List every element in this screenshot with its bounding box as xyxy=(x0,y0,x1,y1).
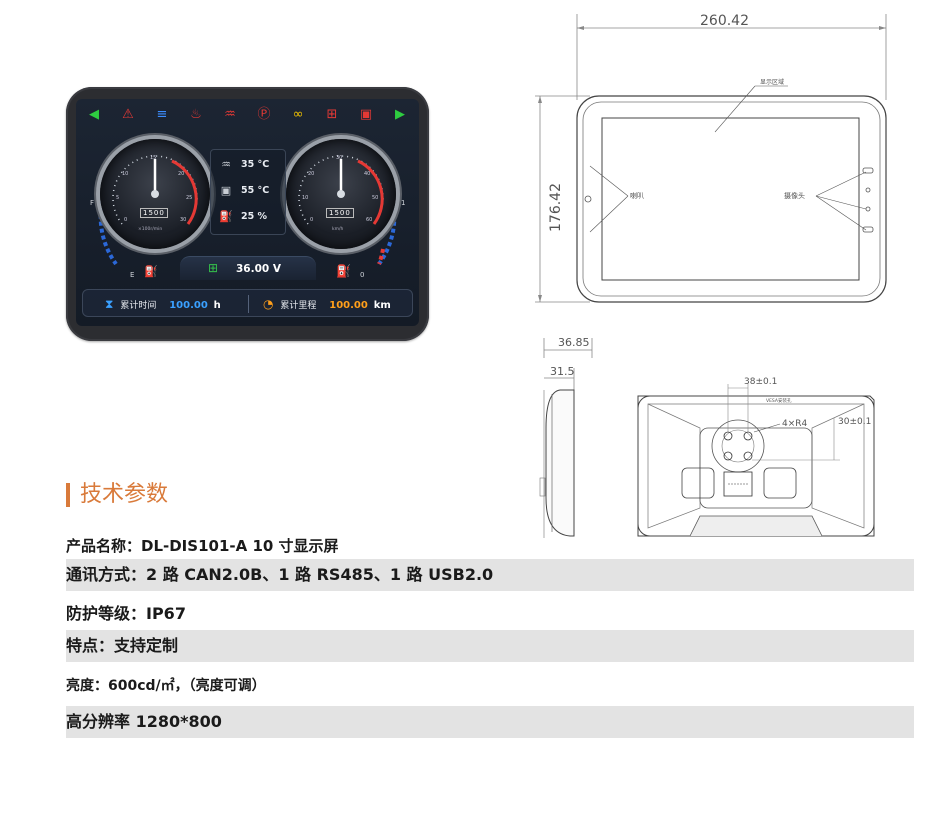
total-mileage-value: 100.00 xyxy=(329,300,368,311)
battery-icon: ⊞ xyxy=(326,107,338,122)
spec-resolution: 高分辨率 1280*800 xyxy=(66,706,914,738)
width-dimension: 260.42 xyxy=(700,13,749,29)
oil-temp-reading: ▣ 55 °C xyxy=(211,180,285,204)
tick-label: 10 xyxy=(302,195,309,201)
oil-can-icon: ⛽ xyxy=(336,264,351,278)
spec-text: 通讯方式：2 路 CAN2.0B、1 路 RS485、1 路 USB2.0 xyxy=(66,565,494,584)
filter-icon: ▣ xyxy=(359,107,373,122)
tick-label: 60 xyxy=(366,217,373,223)
oil-pressure-icon: ♨ xyxy=(190,107,202,122)
tick-label: 30 xyxy=(336,155,343,161)
speaker-note: 喇叭 xyxy=(630,191,644,200)
title-accent-bar xyxy=(66,483,70,507)
tick-label: 30 xyxy=(180,217,187,223)
trip-info-bar: ⧗ 累计时间 100.00 h ◔ 累计里程 100.00 km xyxy=(82,289,413,317)
tick-label: 0 xyxy=(310,217,314,223)
fuel-level-icon: ⛽ xyxy=(219,210,233,223)
brake-warning-icon: ⚠ xyxy=(122,107,134,122)
total-time-item: ⧗ 累计时间 100.00 h xyxy=(105,290,221,318)
spec-text: 产品名称：DL-DIS101-A 10 寸显示屏 xyxy=(66,537,339,555)
coolant-temp-reading: ♒ 35 °C xyxy=(211,154,285,178)
offset-dimension: 30±0.1 xyxy=(838,417,871,427)
tick-label: 50 xyxy=(372,195,379,201)
total-mileage-unit: km xyxy=(373,300,391,311)
total-time-label: 累计时间 xyxy=(120,301,157,311)
warning-light-row: ◀ ⚠ ≡ ♨ ♒ Ⓟ ∞ ⊞ ▣ ▶ xyxy=(76,105,419,125)
tick-label: 0 xyxy=(124,217,128,223)
voltage-value: 36.00 V xyxy=(236,263,281,275)
headlight-icon: ≡ xyxy=(156,107,168,122)
side-view-drawing: 36.85 31.5 xyxy=(539,336,593,538)
tick-label: 20 xyxy=(308,171,315,177)
total-mileage-label: 累计里程 xyxy=(280,301,317,311)
fuel-empty-label: E xyxy=(130,271,135,279)
right-scale-top-label: 1 xyxy=(401,199,406,207)
tachometer-gauge: 1500 ×100r/min 0 5 10 15 20 25 30 xyxy=(100,139,210,249)
total-time-unit: h xyxy=(213,300,221,311)
coolant-temp-icon: ♒ xyxy=(224,107,236,122)
coolant-temp-value: 35 °C xyxy=(241,159,270,170)
spec-communication: 通讯方式：2 路 CAN2.0B、1 路 RS485、1 路 USB2.0 xyxy=(66,559,914,591)
specs-title-text: 技术参数 xyxy=(80,482,169,507)
fuel-level-reading: ⛽ 25 % xyxy=(211,206,285,230)
dashboard-screen: ◀ ⚠ ≡ ♨ ♒ Ⓟ ∞ ⊞ ▣ ▶ F E ⛽ 1 0 ⛽ xyxy=(76,99,419,326)
total-mileage-item: ◔ 累计里程 100.00 km xyxy=(263,290,391,318)
spec-text: 特点：支持定制 xyxy=(66,636,179,655)
battery-icon: ⊞ xyxy=(208,261,219,275)
tick-label: 40 xyxy=(364,171,371,177)
spec-protection: 防护等级：IP67 xyxy=(66,600,914,628)
speedometer-gauge: 1500 km/h 0 10 20 30 40 50 60 xyxy=(286,139,396,249)
height-dimension: 176.42 xyxy=(548,183,564,232)
divider xyxy=(248,295,249,313)
spec-text: 亮度：600cd/㎡，（亮度可调） xyxy=(66,678,266,694)
spec-features: 特点：支持定制 xyxy=(66,630,914,662)
fuel-pump-icon: ⛽ xyxy=(144,265,158,278)
left-turn-icon: ◀ xyxy=(89,107,99,122)
camera-note: 摄像头 xyxy=(784,191,805,200)
voltage-readout: ⊞ 36.00 V xyxy=(180,256,316,280)
oil-temp-value: 55 °C xyxy=(241,185,270,196)
right-turn-icon: ▶ xyxy=(395,107,405,122)
tachometer-odometer: 1500 xyxy=(140,208,168,218)
speedometer-unit: km/h xyxy=(332,227,344,232)
spec-brightness: 亮度：600cd/㎡，（亮度可调） xyxy=(66,672,914,700)
right-scale-bottom-label: 0 xyxy=(360,271,365,279)
screen-note: 显示区域 xyxy=(760,78,784,86)
parking-brake-icon: Ⓟ xyxy=(257,107,271,122)
center-readings-panel: ♒ 35 °C ▣ 55 °C ⛽ 25 % xyxy=(210,149,286,235)
tick-label: 20 xyxy=(178,171,185,177)
glow-plug-icon: ∞ xyxy=(292,107,304,122)
total-time-value: 100.00 xyxy=(169,300,208,311)
spec-text: 高分辨率 1280*800 xyxy=(66,712,222,731)
speedometer-icon: ◔ xyxy=(263,297,274,311)
fuel-level-value: 25 % xyxy=(241,211,268,222)
front-view-drawing: 260.42 176.42 显示区域 喇叭 摄像头 xyxy=(535,13,887,303)
dashboard-display-device: ◀ ⚠ ≡ ♨ ♒ Ⓟ ∞ ⊞ ▣ ▶ F E ⛽ 1 0 ⛽ xyxy=(66,87,429,341)
hourglass-icon: ⧗ xyxy=(105,297,114,311)
depth-dimension: 36.85 xyxy=(558,336,590,349)
spec-text: 防护等级：IP67 xyxy=(66,604,186,623)
speedometer-odometer: 1500 xyxy=(326,208,354,218)
vesa-note: VESA安装孔 xyxy=(766,397,792,404)
oil-temp-icon: ▣ xyxy=(220,184,232,197)
depth2-dimension: 31.5 xyxy=(550,365,575,378)
spec-product-name: 产品名称：DL-DIS101-A 10 寸显示屏 xyxy=(66,533,914,559)
tick-label: 25 xyxy=(186,195,193,201)
tick-label: 15 xyxy=(150,155,157,161)
tick-label: 10 xyxy=(122,171,129,177)
back-view-drawing: 38±0.1 VESA安装孔 4×R4 30±0.1 xyxy=(637,377,875,537)
fuel-full-label: F xyxy=(90,199,95,207)
hole-spacing-dimension: 38±0.1 xyxy=(744,377,777,387)
tachometer-unit: ×100r/min xyxy=(138,227,163,232)
radius-dimension: 4×R4 xyxy=(782,419,808,429)
tick-label: 5 xyxy=(116,195,120,201)
coolant-temp-icon: ♒ xyxy=(221,158,231,171)
